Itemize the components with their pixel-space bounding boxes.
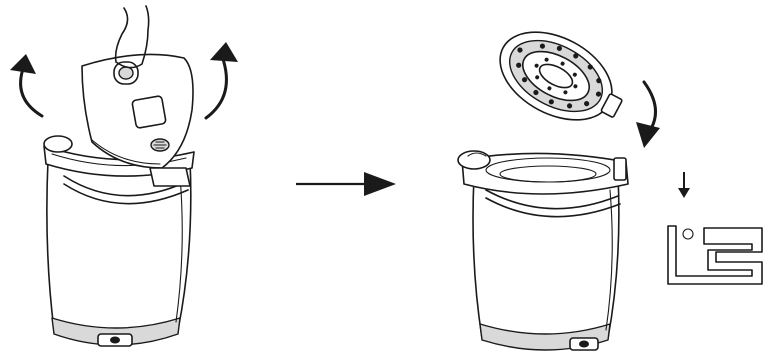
step-transition-arrow <box>296 172 396 196</box>
lid-hinge-block <box>149 167 191 187</box>
lid-vent-grille <box>153 141 167 149</box>
hand <box>114 5 150 69</box>
pot-base-1 <box>51 317 181 346</box>
body-seam-2 <box>605 189 613 331</box>
carry-handle-1 <box>63 175 187 197</box>
pot-opening-inner <box>499 165 597 183</box>
carry-handle-inner-2 <box>485 197 621 218</box>
hinge-post-right <box>613 157 627 181</box>
lid-button-core <box>118 66 134 80</box>
rotate-arrow-right <box>204 54 228 120</box>
reattach-arrow-head <box>636 122 660 148</box>
base-latch-dot-2 <box>579 340 589 348</box>
base-latch-dot-1 <box>110 336 120 344</box>
carry-handle-inner-1 <box>63 183 189 205</box>
lid-window <box>131 95 167 129</box>
step-1-pot-with-open-lid <box>10 5 238 347</box>
seal-detail-profile <box>667 225 763 285</box>
hinge-knob-1 <box>43 135 73 153</box>
inner-lid-holes <box>516 43 602 109</box>
carry-handle-2 <box>485 189 619 210</box>
inner-lid-tab <box>600 93 623 118</box>
hinge-knob-detail-2 <box>467 152 487 157</box>
rotate-arrow-left-head <box>10 54 36 74</box>
body-seam-1 <box>175 175 183 323</box>
inner-lid-center <box>538 63 574 89</box>
seal-detail-dot <box>682 228 694 240</box>
rotate-arrow-left <box>19 64 44 118</box>
rotate-arrow-right-head <box>210 42 238 62</box>
seal-detail <box>667 172 763 285</box>
seal-detail-arrow <box>678 188 690 198</box>
lid-edge <box>91 139 161 165</box>
step-2-pot-with-inner-lid <box>457 31 660 351</box>
inner-lid <box>499 31 623 121</box>
rim-inner-line-1 <box>51 153 187 167</box>
pot-rim-2 <box>461 152 629 195</box>
hinge-knob-2 <box>457 150 491 170</box>
